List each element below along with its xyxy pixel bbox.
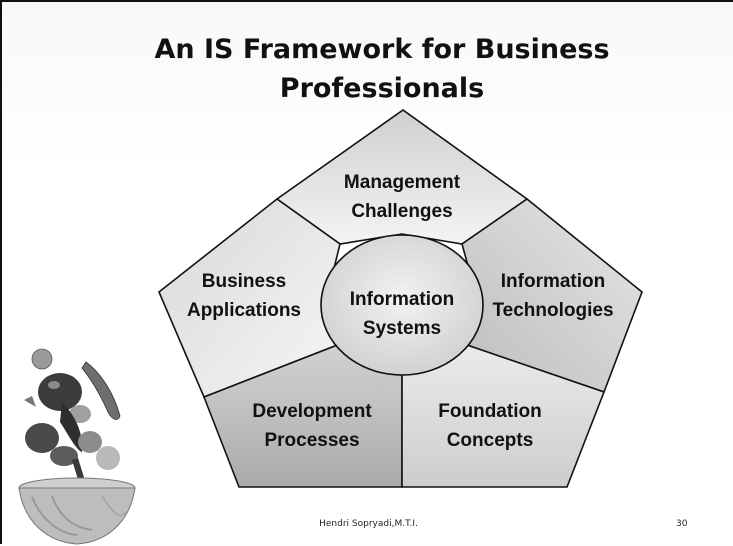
center-label-1: Information (350, 289, 455, 310)
segment-right-label-2: Technologies (492, 300, 613, 321)
segment-top-label-2: Challenges (351, 201, 452, 222)
segment-bottom-left-label-1: Development (252, 401, 372, 422)
vegetables-bowl-illustration (18, 348, 136, 545)
footer-author: Hendri Sopryadi,M.T.I. (319, 519, 418, 529)
center-ellipse (320, 234, 484, 376)
segment-left-label-1: Business (202, 271, 286, 292)
segment-top-label-1: Management (344, 172, 461, 193)
segment-right-label-1: Information (501, 271, 606, 292)
title-line-1: An IS Framework for Business (154, 34, 610, 65)
segment-bottom-right-label-1: Foundation (438, 401, 541, 422)
page-number: 30 (676, 519, 688, 529)
center-label-2: Systems (363, 318, 441, 339)
segment-bottom-left-label-2: Processes (264, 430, 359, 451)
slide-title: An IS Framework for Business Professiona… (62, 30, 702, 108)
title-line-2: Professionals (279, 73, 485, 104)
segment-bottom-right-label-2: Concepts (447, 430, 534, 451)
segment-left-label-2: Applications (187, 300, 301, 321)
